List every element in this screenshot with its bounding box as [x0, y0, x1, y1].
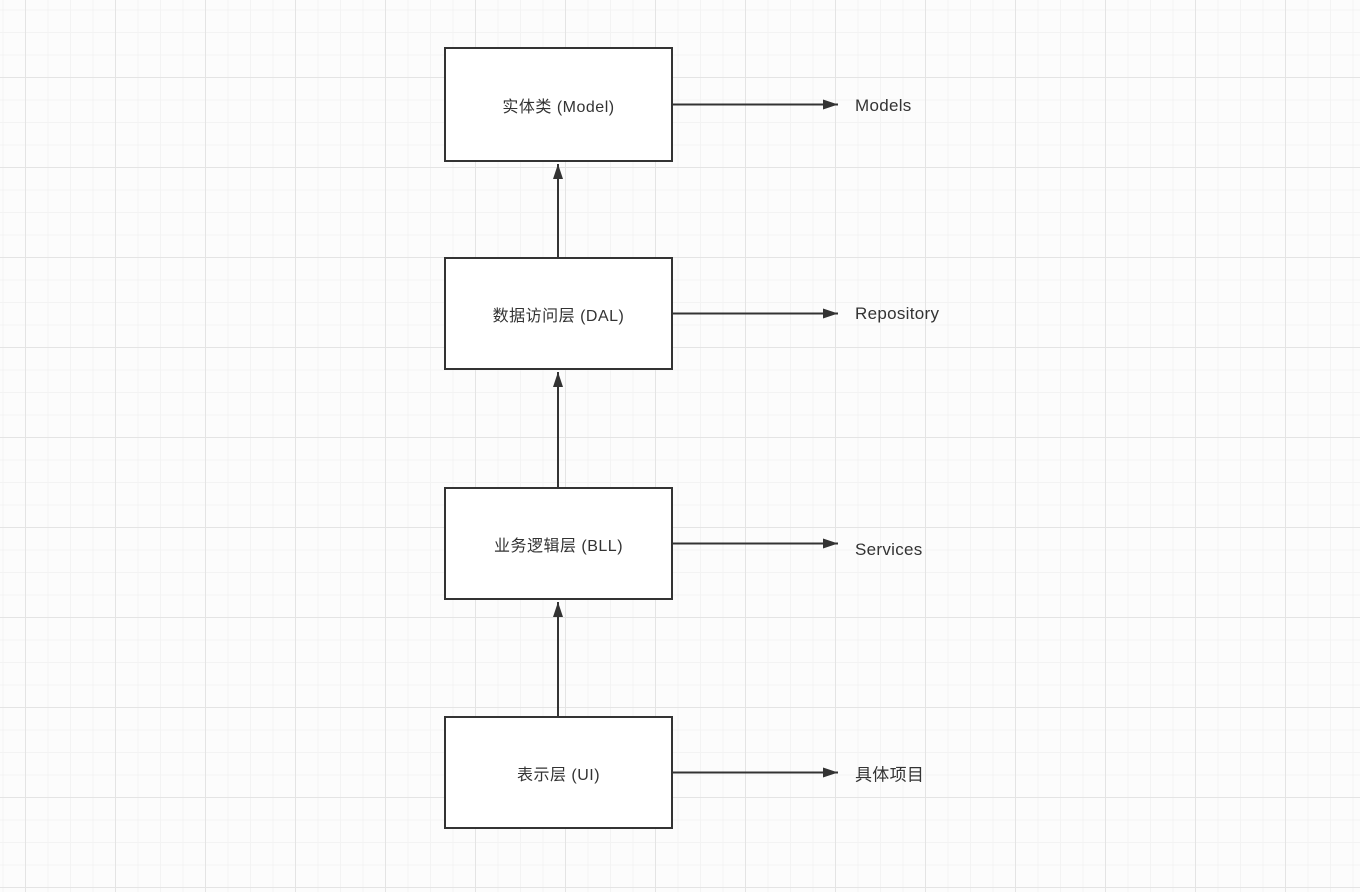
node-ui[interactable]: 表示层 (UI)	[444, 716, 673, 829]
label-services[interactable]: Services	[855, 540, 923, 559]
node-dal[interactable]: 数据访问层 (DAL)	[444, 257, 673, 370]
node-bll[interactable]: 业务逻辑层 (BLL)	[444, 487, 673, 600]
label-project[interactable]: 具体项目	[855, 765, 925, 785]
node-model[interactable]: 实体类 (Model)	[444, 47, 673, 162]
node-bll-label: 业务逻辑层 (BLL)	[493, 537, 624, 555]
node-dal-label: 数据访问层 (DAL)	[492, 307, 625, 325]
node-ui-label: 表示层 (UI)	[516, 766, 601, 784]
label-models[interactable]: Models	[855, 96, 912, 115]
label-repository[interactable]: Repository	[855, 304, 940, 323]
node-model-label: 实体类 (Model)	[502, 98, 615, 116]
